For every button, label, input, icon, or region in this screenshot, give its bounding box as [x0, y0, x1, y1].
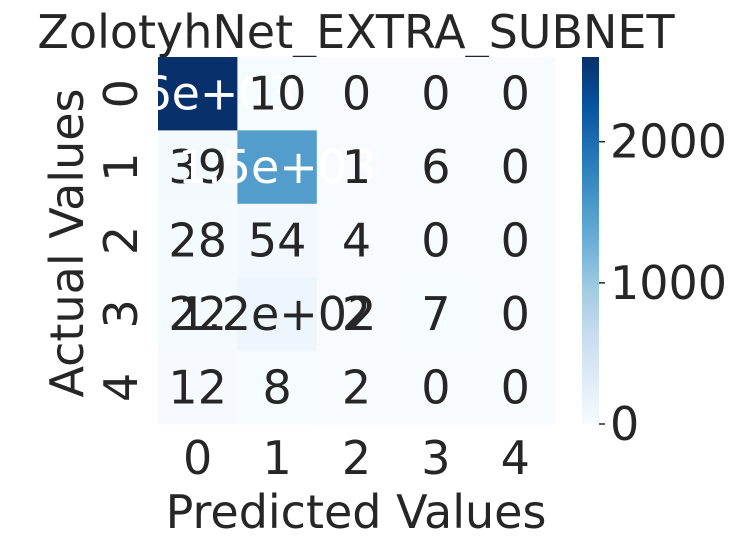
cell-value-r3-c2: 2: [342, 287, 371, 341]
heatmap-cells: [158, 57, 556, 425]
cell-value-r0-c2: 0: [342, 67, 371, 121]
cell-value-r4-c4: 0: [501, 360, 530, 414]
cell-value-r0-c4: 0: [501, 67, 530, 121]
heatmap-cell-r2-c4: [475, 203, 556, 278]
heatmap-cell-r1-c3: [396, 130, 477, 205]
heatmap-cell-r0-c0: [158, 57, 238, 131]
colorbar-tick-0: 0: [610, 397, 639, 451]
colorbar-tick-1000: 1000: [610, 256, 727, 310]
cell-value-r3-c0: 22: [168, 287, 227, 341]
colorbar-tick-2000: 2000: [610, 115, 727, 169]
colorbar: 0 1000 2000: [582, 57, 727, 451]
y-tick-1: 1: [94, 152, 148, 181]
cell-value-r1-c3: 6: [421, 140, 450, 194]
y-tick-4: 4: [94, 373, 148, 402]
cell-value-r2-c4: 0: [501, 214, 530, 268]
heatmap-cell-r0-c4: [475, 57, 556, 131]
cell-value-r4-c3: 0: [421, 360, 450, 414]
cell-value-r2-c1: 54: [248, 214, 307, 268]
cell-value-r0-c0: 2.6e+03: [98, 67, 297, 121]
heatmap-cell-r1-c2: [316, 130, 397, 205]
cell-value-r3-c1: 1.2e+02: [178, 287, 377, 341]
heatmap-cell-r0-c1: [237, 57, 318, 131]
x-tick-1: 1: [262, 431, 291, 485]
heatmap-cell-r4-c2: [316, 350, 397, 425]
cell-value-r3-c3: 7: [421, 287, 450, 341]
heatmap-cell-r2-c3: [396, 203, 477, 278]
heatmap-cell-r3-c0: [158, 277, 238, 352]
heatmap-cell-r1-c4: [475, 130, 556, 205]
cell-value-r4-c0: 12: [168, 360, 227, 414]
heatmap-cell-r4-c1: [237, 350, 318, 425]
heatmap-cell-r3-c1: [237, 277, 318, 352]
cell-value-r4-c2: 2: [342, 360, 371, 414]
cell-value-r0-c1: 10: [248, 67, 307, 121]
cell-value-r1-c2: 1: [342, 140, 371, 194]
heatmap-cell-r4-c0: [158, 350, 238, 425]
x-tick-2: 2: [342, 431, 371, 485]
cell-value-r0-c3: 0: [421, 67, 450, 121]
x-axis-label: Predicted Values: [166, 485, 547, 539]
cell-value-r2-c0: 28: [168, 214, 227, 268]
x-tick-0: 0: [183, 431, 212, 485]
cell-value-r4-c1: 8: [262, 360, 291, 414]
colorbar-gradient: [582, 57, 599, 424]
heatmap-cell-r0-c3: [396, 57, 477, 131]
heatmap-cell-r1-c0: [158, 130, 238, 205]
heatmap-cell-r2-c1: [237, 203, 318, 278]
y-tick-3: 3: [94, 299, 148, 328]
heatmap-cell-r3-c4: [475, 277, 556, 352]
x-tick-4: 4: [501, 431, 530, 485]
cell-value-r1-c1: 1.5e+03: [178, 140, 377, 194]
cell-value-r2-c3: 0: [421, 214, 450, 268]
chart-title: ZolotyhNet_EXTRA_SUBNET: [37, 5, 675, 59]
cell-value-r2-c2: 4: [342, 214, 371, 268]
heatmap-cell-r3-c3: [396, 277, 477, 352]
y-axis-label: Actual Values: [40, 88, 94, 397]
y-tick-2: 2: [94, 226, 148, 255]
cell-value-r1-c0: 39: [168, 140, 227, 194]
heatmap-cell-r2-c0: [158, 203, 238, 278]
heatmap-cell-r2-c2: [316, 203, 397, 278]
cell-value-r1-c4: 0: [501, 140, 530, 194]
heatmap-cell-r4-c4: [475, 350, 556, 425]
y-axis-ticks: 0 1 2 3 4: [94, 79, 148, 402]
y-tick-0: 0: [94, 79, 148, 108]
heatmap-cell-r1-c1: [237, 130, 318, 205]
heatmap-cell-r0-c2: [316, 57, 397, 131]
heatmap-cell-r3-c2: [316, 277, 397, 352]
x-tick-3: 3: [421, 431, 450, 485]
colorbar-ticks: 0 1000 2000: [599, 115, 727, 451]
cell-value-r3-c4: 0: [501, 287, 530, 341]
heatmap-cell-r4-c3: [396, 350, 477, 425]
